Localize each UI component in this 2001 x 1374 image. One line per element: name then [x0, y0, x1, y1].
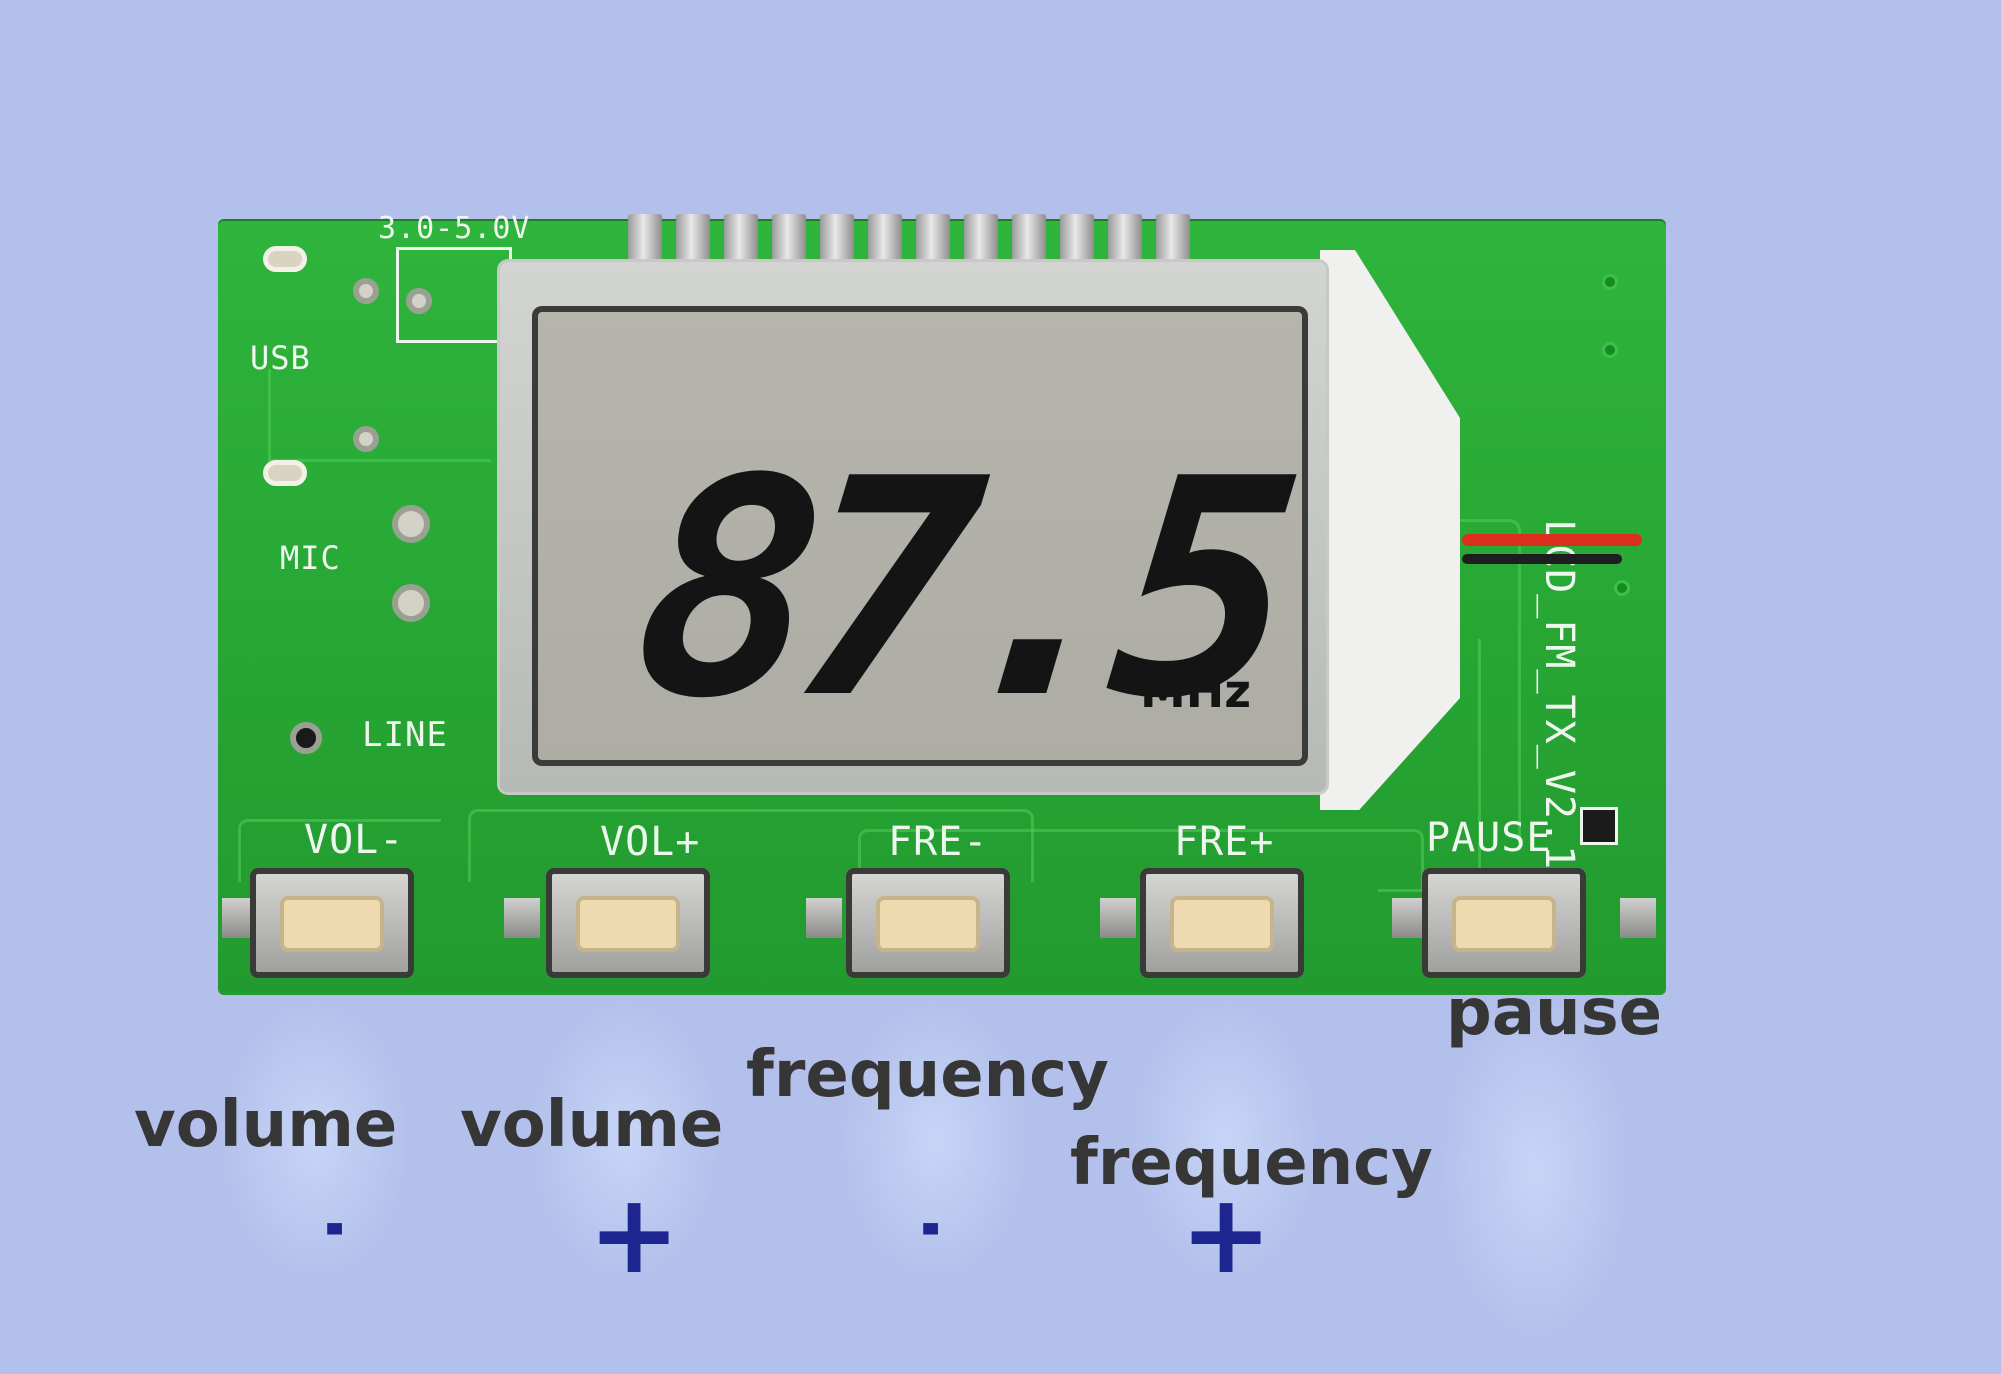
- oval-pad: [263, 460, 307, 486]
- silk-pause: PAUSE: [1426, 815, 1552, 861]
- button-leg: [1620, 898, 1656, 938]
- button-cap: [1456, 900, 1552, 948]
- plus-symbol-volume: +: [588, 1170, 681, 1298]
- vol-minus-button[interactable]: [250, 868, 414, 978]
- header-pin: [1012, 214, 1046, 270]
- header-pin: [1108, 214, 1142, 270]
- through-hole: [392, 505, 430, 543]
- pause-button[interactable]: [1422, 868, 1586, 978]
- label-glow: [1130, 1000, 1320, 1280]
- label-volume-plus: volume: [460, 1088, 724, 1162]
- lcd-unit: MHz: [1140, 664, 1252, 718]
- label-glow: [530, 1000, 720, 1280]
- label-frequency-minus: frequency: [746, 1038, 1109, 1112]
- silk-mic: MIC: [280, 539, 341, 577]
- label-glow: [1440, 1000, 1630, 1340]
- through-hole: [353, 426, 379, 452]
- silk-vol-minus: VOL-: [304, 817, 405, 863]
- button-cap: [880, 900, 976, 948]
- silk-voltage: 3.0-5.0V: [378, 211, 531, 246]
- minus-symbol-volume: -: [324, 1178, 345, 1271]
- lcd-screen: [532, 306, 1308, 766]
- antenna-wire-red: [1462, 534, 1642, 546]
- header-pins: [628, 214, 1228, 270]
- through-hole: [406, 288, 432, 314]
- header-pin: [916, 214, 950, 270]
- line-jack-hole: [290, 722, 322, 754]
- pcb-trace: [468, 809, 1034, 882]
- label-frequency-plus: frequency: [1070, 1126, 1433, 1200]
- label-glow: [220, 1000, 410, 1280]
- antenna-wire-black: [1462, 554, 1622, 564]
- square-pad: [1580, 807, 1618, 845]
- header-pin: [724, 214, 758, 270]
- button-leg: [806, 898, 842, 938]
- via: [1602, 274, 1618, 290]
- silk-usb: USB: [250, 339, 311, 377]
- label-pause: pause: [1446, 976, 1663, 1050]
- label-volume-minus: volume: [134, 1088, 398, 1162]
- button-cap: [580, 900, 676, 948]
- minus-symbol-frequency: -: [920, 1178, 941, 1271]
- header-pin: [1060, 214, 1094, 270]
- fre-minus-button[interactable]: [846, 868, 1010, 978]
- button-leg: [1100, 898, 1136, 938]
- vol-plus-button[interactable]: [546, 868, 710, 978]
- silk-model: LCD_FM_TX_V2.1.6: [1536, 519, 1582, 921]
- button-leg: [504, 898, 540, 938]
- fre-plus-button[interactable]: [1140, 868, 1304, 978]
- silk-fre-plus: FRE+: [1174, 819, 1275, 865]
- label-glow: [840, 1000, 1030, 1280]
- header-pin: [676, 214, 710, 270]
- button-cap: [1174, 900, 1270, 948]
- header-pin: [820, 214, 854, 270]
- silk-fre-minus: FRE-: [888, 819, 989, 865]
- button-cap: [284, 900, 380, 948]
- plus-symbol-frequency: +: [1180, 1170, 1273, 1298]
- oval-pad: [263, 246, 307, 272]
- header-pin: [772, 214, 806, 270]
- silk-vol-plus: VOL+: [600, 819, 701, 865]
- silk-line: LINE: [362, 715, 448, 755]
- through-hole: [353, 278, 379, 304]
- header-pin: [628, 214, 662, 270]
- pcb-trace: [268, 369, 491, 462]
- via: [1614, 580, 1630, 596]
- via: [1602, 342, 1618, 358]
- header-pin: [964, 214, 998, 270]
- header-pin: [868, 214, 902, 270]
- pcb-trace: [238, 819, 441, 882]
- header-pin: [1156, 214, 1190, 270]
- through-hole: [392, 584, 430, 622]
- pcb-trace: [858, 829, 1424, 892]
